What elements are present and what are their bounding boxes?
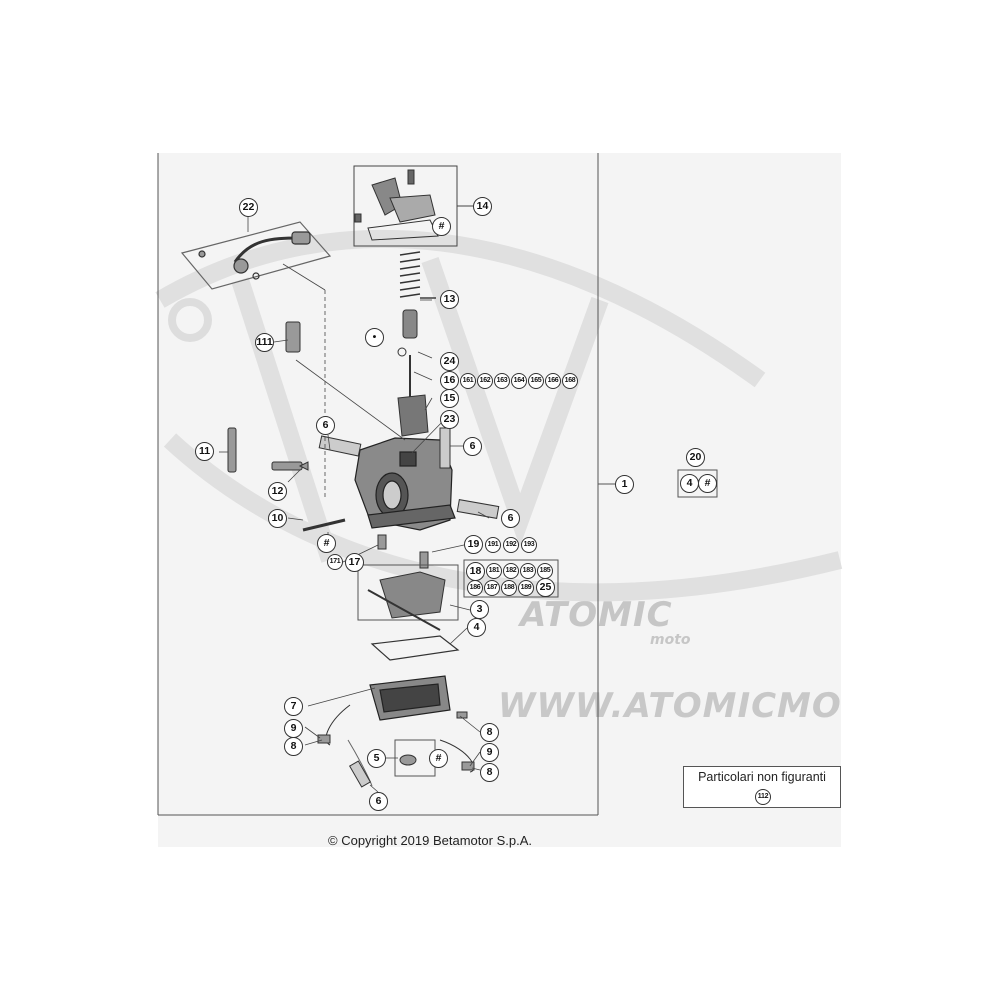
callout-8a: 8: [480, 723, 499, 742]
callout-189: 189: [518, 580, 534, 596]
callout-111: 111: [255, 333, 274, 352]
callout-hash-5: #: [429, 749, 448, 768]
callout-25: 25: [536, 578, 555, 597]
callout-23: 23: [440, 410, 459, 429]
callout-161: 161: [460, 373, 476, 389]
callout-191: 191: [485, 537, 501, 553]
callout-20-4: 4: [680, 474, 699, 493]
callout-14: 14: [473, 197, 492, 216]
callout-6d: 6: [369, 792, 388, 811]
callout-171: 171: [327, 554, 343, 570]
watermark-circle: [168, 298, 212, 342]
callout-6a: 6: [316, 416, 335, 435]
slide-spring: [399, 251, 436, 299]
diagram-sheet: [158, 153, 841, 847]
float-bowl: [369, 675, 451, 721]
watermark-sub-text: moto: [650, 632, 691, 648]
drain-parts: [317, 704, 475, 788]
callout-24: 24: [440, 352, 459, 371]
watermark-swoosh: [155, 229, 843, 602]
callout-dot: •: [365, 328, 384, 347]
callout-9b: 9: [480, 743, 499, 762]
callout-186: 186: [467, 580, 483, 596]
watermark-url: WWW.ATOMICMOT: [498, 686, 840, 726]
callout-187: 187: [484, 580, 500, 596]
callout-164: 164: [511, 373, 527, 389]
callout-181: 181: [486, 563, 502, 579]
callout-162: 162: [477, 373, 493, 389]
side-parts: [227, 321, 500, 569]
callout-16: 16: [440, 371, 459, 390]
callout-193: 193: [521, 537, 537, 553]
callout-182: 182: [503, 563, 519, 579]
callout-163: 163: [494, 373, 510, 389]
callout-166: 166: [545, 373, 561, 389]
callout-19: 19: [464, 535, 483, 554]
float-group: [357, 564, 459, 631]
callout-185: 185: [537, 563, 553, 579]
parts-not-shown-box: Particolari non figuranti 112: [683, 766, 841, 808]
callout-hash-top: #: [432, 217, 451, 236]
float-bowl-gasket: [370, 635, 460, 661]
callout-192: 192: [503, 537, 519, 553]
callout-12: 12: [268, 482, 287, 501]
callout-1: 1: [615, 475, 634, 494]
assembly-frame: [157, 153, 620, 816]
copyright-footer: © Copyright 2019 Betamotor S.p.A.: [328, 833, 532, 848]
callout-8c: 8: [480, 763, 499, 782]
callout-9a: 9: [284, 719, 303, 738]
group-box-20: [677, 469, 718, 498]
callout-22: 22: [239, 198, 258, 217]
parts-not-shown-title: Particolari non figuranti: [698, 770, 826, 784]
callout-18: 18: [466, 562, 485, 581]
callout-13: 13: [440, 290, 459, 309]
throttle-cable-part: [180, 221, 332, 290]
callout-183: 183: [520, 563, 536, 579]
callout-6b: 6: [463, 437, 482, 456]
callout-hash-10: #: [317, 534, 336, 553]
callout-8b: 8: [284, 737, 303, 756]
callout-11: 11: [195, 442, 214, 461]
callout-15: 15: [440, 389, 459, 408]
callout-165: 165: [528, 373, 544, 389]
callout-188: 188: [501, 580, 517, 596]
callout-20: 20: [686, 448, 705, 467]
callout-168: 168: [562, 373, 578, 389]
callout-7: 7: [284, 697, 303, 716]
watermark-logo-text: ATOMIC: [520, 595, 673, 635]
carburetor-body: [354, 437, 456, 531]
callout-20-hash: #: [698, 474, 717, 493]
needle-holder: [402, 309, 418, 339]
callout-112: 112: [755, 789, 771, 805]
carb-top-cap: [354, 169, 439, 241]
throttle-slide: [397, 394, 429, 437]
callout-4: 4: [467, 618, 486, 637]
group-box-18: [463, 559, 559, 598]
callout-6c: 6: [501, 509, 520, 528]
callout-5: 5: [367, 749, 386, 768]
callout-3: 3: [470, 600, 489, 619]
callout-10: 10: [268, 509, 287, 528]
callout-17: 17: [345, 553, 364, 572]
